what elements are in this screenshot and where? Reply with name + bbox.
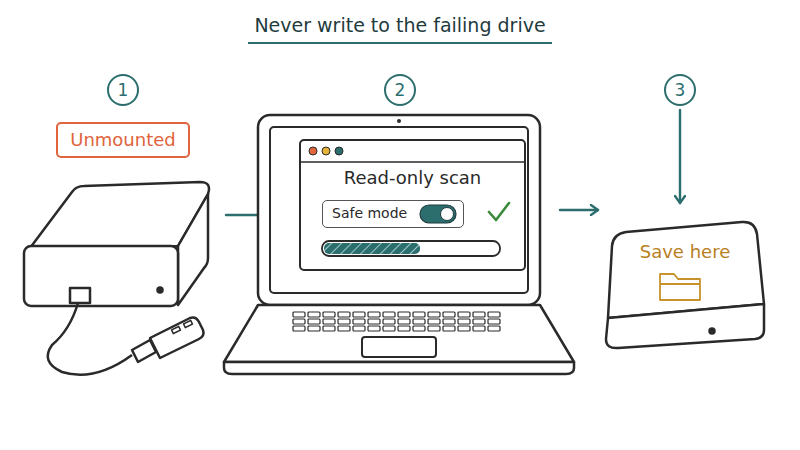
progress-bar xyxy=(322,241,500,256)
node-text: Unmounted xyxy=(70,130,176,150)
failing-drive xyxy=(24,182,209,375)
backup-drive xyxy=(606,222,764,348)
node-text: Read-only scan xyxy=(300,168,525,188)
node-text: 3 xyxy=(675,82,686,99)
callout-number: 1 xyxy=(107,74,139,106)
node-text: Safe mode xyxy=(332,206,407,221)
title-row: Never write to the failing drive xyxy=(0,14,800,36)
callout-number: 2 xyxy=(384,74,416,106)
folder-icon xyxy=(660,274,700,300)
node-text: 2 xyxy=(395,82,406,99)
setting-row: Safe mode xyxy=(322,200,464,228)
app-window xyxy=(300,140,525,270)
callout-number: 3 xyxy=(664,74,696,106)
node-text: 1 xyxy=(118,82,129,99)
toggle-switch xyxy=(419,204,457,224)
node-text: Save here xyxy=(600,241,770,263)
diagram-title: Never write to the failing drive xyxy=(248,14,551,44)
flow-arrow xyxy=(560,209,598,211)
laptop xyxy=(224,115,574,374)
laptop-screen: Read-only scanSafe mode xyxy=(258,115,540,305)
flow-arrow xyxy=(679,110,681,203)
status-tag: Unmounted xyxy=(56,122,190,158)
backup-drive-label: Save here xyxy=(600,205,770,350)
check-mark xyxy=(489,203,509,220)
